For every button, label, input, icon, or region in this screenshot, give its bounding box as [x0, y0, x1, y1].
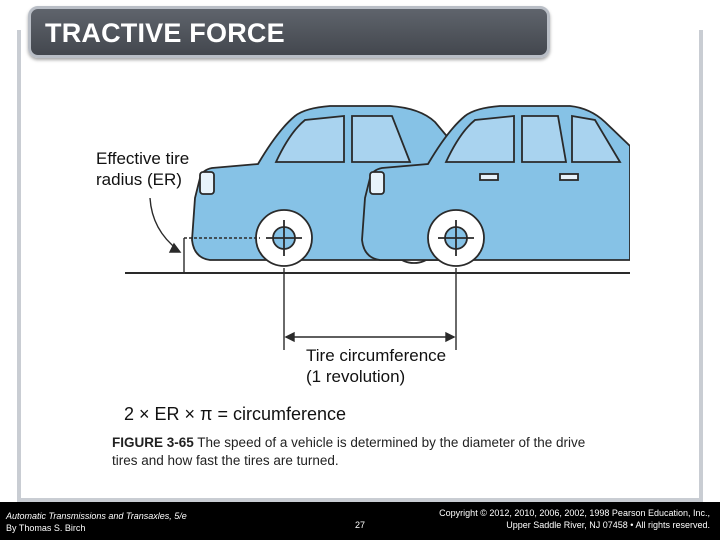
car-front: [361, 105, 630, 267]
copyright: Copyright © 2012, 2010, 2006, 2002, 1998…: [439, 507, 710, 531]
er-label-line1: Effective tire: [96, 149, 190, 168]
formula: 2 × ER × π = circumference: [124, 404, 347, 424]
circumference-label: Tire circumference (1 revolution): [306, 345, 446, 387]
copyright-line2: Upper Saddle River, NJ 07458 • All right…: [506, 520, 710, 530]
circumference-label-line2: (1 revolution): [306, 367, 406, 386]
er-label: Effective tire radius (ER): [96, 148, 189, 190]
circumference-label-line1: Tire circumference: [306, 346, 447, 365]
footer-book-info: Automatic Transmissions and Transaxles, …: [6, 510, 187, 534]
figure-number: FIGURE 3-65: [112, 435, 194, 450]
circumference-dimension: [283, 268, 457, 350]
er-dimension: [149, 197, 260, 273]
slide-title: TRACTIVE FORCE: [45, 18, 285, 48]
page-number: 27: [355, 520, 366, 530]
copyright-line1: Copyright © 2012, 2010, 2006, 2002, 1998…: [439, 508, 710, 518]
footer-bar: Automatic Transmissions and Transaxles, …: [0, 502, 720, 540]
book-title: Automatic Transmissions and Transaxles, …: [6, 511, 187, 521]
figure-caption-text: The speed of a vehicle is determined by …: [112, 435, 586, 468]
book-author: By Thomas S. Birch: [6, 523, 86, 533]
slide-frame: [17, 30, 703, 502]
title-bar: TRACTIVE FORCE: [28, 6, 550, 58]
figure-caption: FIGURE 3-65 The speed of a vehicle is de…: [112, 434, 612, 470]
tractive-force-figure: [125, 105, 630, 350]
er-label-line2: radius (ER): [96, 170, 182, 189]
